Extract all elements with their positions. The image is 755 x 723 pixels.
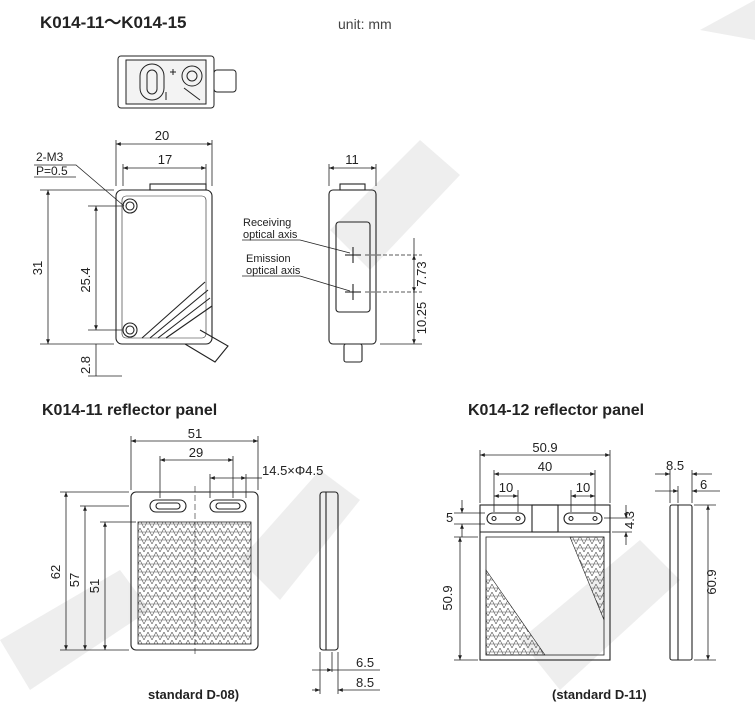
dim-panel12-slot-span: 40 [538, 459, 552, 474]
dim-sensor-bottom: 2.8 [78, 356, 93, 374]
sensor-side-dimensions [242, 164, 422, 345]
dim-sensor-height: 31 [30, 261, 45, 275]
sensor-front-view [115, 183, 229, 363]
dim-sensor-hole-spacing: 17 [158, 152, 172, 167]
dim-sensor-depth: 11 [345, 152, 359, 167]
thread-note-2: P=0.5 [36, 164, 68, 178]
drawing-title: K014-11～K014-15 [40, 13, 187, 32]
dim-panel12-width: 50.9 [532, 440, 557, 455]
panel-11-dimensions [60, 436, 262, 651]
dim-panel11-slot-size: 14.5×Φ4.5 [262, 463, 323, 478]
dim-panel12-side-height: 60.9 [704, 569, 719, 594]
sensor-side-view [328, 183, 377, 363]
dim-sensor-hole-height: 25.4 [78, 267, 93, 292]
dim-panel12-depth-1: 8.5 [666, 458, 684, 473]
dim-sensor-width: 20 [155, 128, 169, 143]
dim-panel12-slot-left: 10 [499, 480, 513, 495]
panel-11-side [319, 491, 339, 651]
dim-panel12-depth-2: 6 [700, 477, 707, 492]
panel-12-dimensions [454, 450, 632, 661]
panel-12-title: K014-12 reflector panel [468, 402, 645, 419]
panel-11-front [130, 486, 259, 656]
panel-12-front [479, 504, 611, 661]
dim-panel11-width: 51 [188, 426, 202, 441]
watermark [0, 0, 755, 690]
sensor-front-dimensions [34, 140, 213, 377]
emission-label-2: optical axis [246, 265, 301, 277]
dim-panel11-height: 62 [48, 565, 63, 579]
emission-label-1: Emission [246, 253, 291, 265]
dim-panel12-slot-height: 5 [446, 510, 453, 525]
dim-axis-spacing: 7.73 [414, 261, 429, 286]
receiving-label-2: optical axis [243, 229, 298, 241]
dim-panel11-thick-2: 8.5 [356, 675, 374, 690]
sensor-top-view [117, 55, 237, 109]
dim-axis-bottom: 10.25 [414, 302, 429, 335]
dim-panel12-slot-offset: 4.3 [622, 511, 637, 529]
dim-panel12-slot-right: 10 [576, 480, 590, 495]
dimension-labels: 20 17 11 2-M3 P=0.5 31 25.4 2.8 Receivin… [30, 128, 719, 690]
dim-panel12-height: 50.9 [440, 585, 455, 610]
thread-note-1: 2-M3 [36, 150, 64, 164]
panel-12-side [669, 504, 693, 661]
unit-label: unit: mm [338, 16, 392, 32]
panel-12-side-dimensions [655, 470, 720, 661]
panel-12-caption: (standard D-11) [552, 687, 647, 702]
panel-11-side-dimensions [312, 652, 380, 694]
dim-panel11-reflector: 51 [87, 579, 102, 593]
dim-panel11-thick-1: 6.5 [356, 655, 374, 670]
receiving-label-1: Receiving [243, 217, 291, 229]
panel-11-caption: standard D-08) [148, 687, 240, 702]
dim-panel11-slot-spacing: 29 [189, 445, 203, 460]
panel-11-title: K014-11 reflector panel [42, 402, 218, 419]
dim-panel11-mid: 57 [67, 573, 82, 587]
